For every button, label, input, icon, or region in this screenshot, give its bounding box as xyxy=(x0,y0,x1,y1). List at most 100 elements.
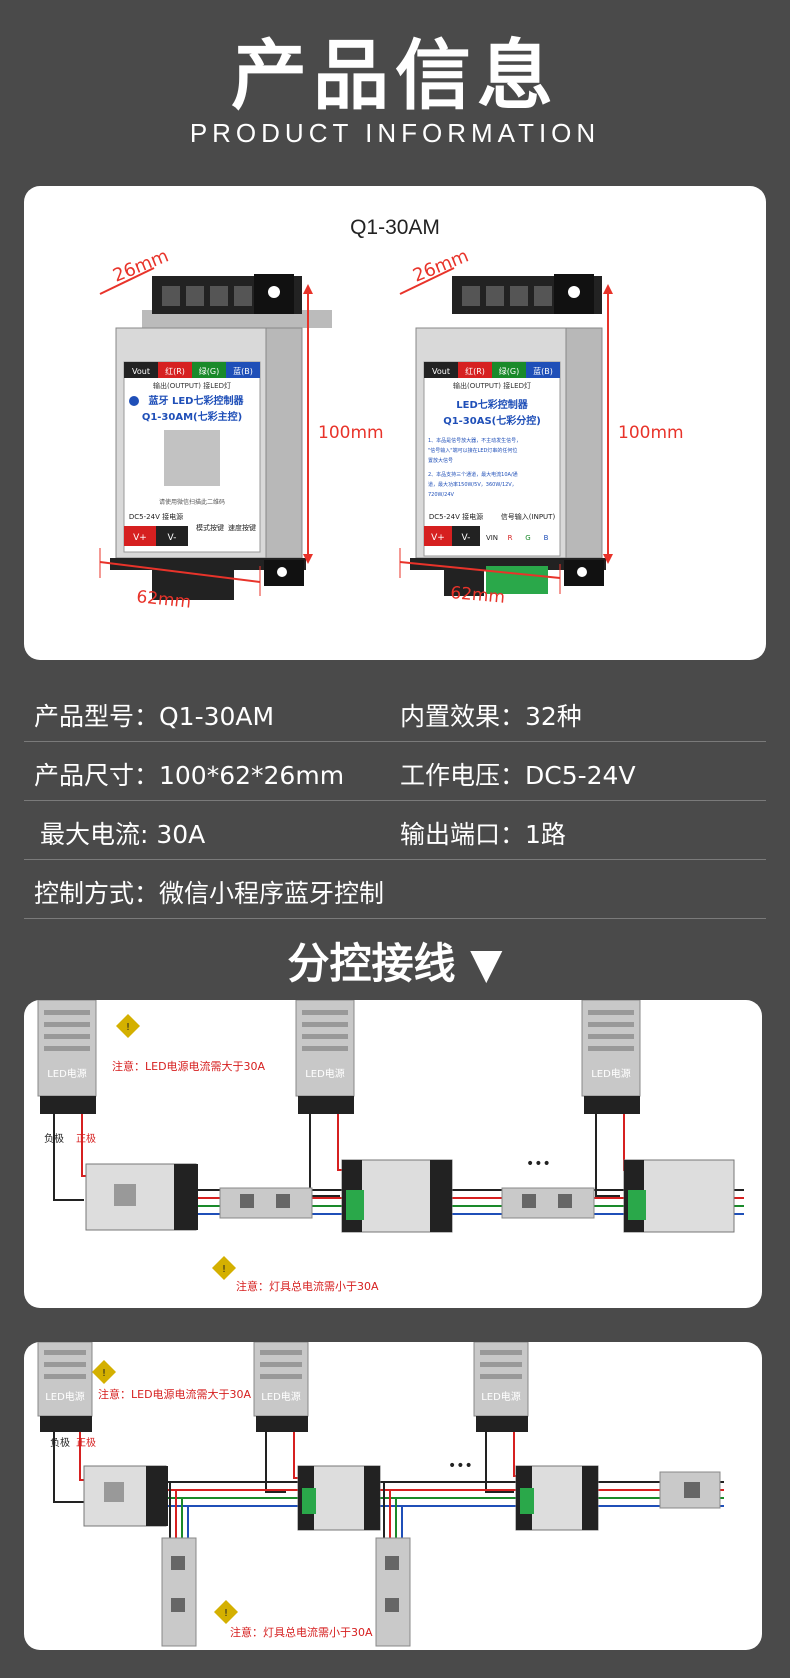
product-figure: Vout 红(R) 绿(G) 蓝(B) 输出(OUTPUT) 接LED灯 蓝牙 … xyxy=(99,245,684,613)
left-speed-button-label: 速度按键 xyxy=(228,523,256,532)
led-strip xyxy=(161,1537,197,1647)
psu-label: LED电源 xyxy=(591,1067,631,1080)
spec-table: 产品型号：Q1-30AM 内置效果：32种 产品尺寸：100*62*26mm 工… xyxy=(24,683,766,919)
warning-icon xyxy=(92,1360,116,1384)
warning-icon xyxy=(212,1256,236,1280)
controller-slave xyxy=(341,1159,453,1233)
right-power-label: DC5-24V 接电源 xyxy=(429,512,483,521)
psu: LED电源 xyxy=(581,1000,641,1114)
right-port-g: 绿(G) xyxy=(499,367,519,376)
left-mode-button-label: 模式按键 xyxy=(196,523,224,532)
svg-text:!: ! xyxy=(102,1368,106,1379)
note-bottom: 注意：灯具总电流需小于30A xyxy=(236,1279,379,1293)
left-device-name: 蓝牙 LED七彩控制器 xyxy=(149,394,245,407)
psu-label: LED电源 xyxy=(261,1390,301,1403)
right-desc-3: 2、本品支持三个通道，最大电流10A/通 xyxy=(428,471,518,478)
right-pin-vplus: V+ xyxy=(431,533,445,543)
right-port-r: 红(R) xyxy=(465,366,485,376)
right-desc-1: "信号输入"端可以接在LED灯串的任何位 xyxy=(428,447,517,454)
left-port-note: 输出(OUTPUT) 接LED灯 xyxy=(153,381,231,390)
led-strip xyxy=(375,1537,411,1647)
right-device-model: Q1-30AS(七彩分控) xyxy=(443,414,541,427)
note-top: 注意：LED电源电流需大于30A xyxy=(98,1387,252,1401)
left-port-vout: Vout xyxy=(132,367,150,376)
spec-size: 产品尺寸：100*62*26mm xyxy=(34,761,345,790)
spec-voltage: 工作电压：DC5-24V xyxy=(400,761,636,790)
left-pin-vminus: V- xyxy=(168,533,177,543)
left-device-model: Q1-30AM(七彩主控) xyxy=(142,410,242,423)
left-port-g: 绿(G) xyxy=(199,367,219,376)
left-dim-height: 100mm xyxy=(318,423,384,443)
left-power-label: DC5-24V 接电源 xyxy=(129,512,183,521)
right-pin-r: R xyxy=(508,534,513,542)
spec-output-ports: 输出端口：1路 xyxy=(400,820,566,849)
wiring-diagram-2: LED电源 LED电源 LED电源 ! 注意：LED电源电流需大于30A 负极 … xyxy=(24,1342,762,1650)
model-label: Q1-30AM xyxy=(350,216,440,239)
spec-row: 最大电流: 30A 输出端口：1路 xyxy=(24,801,766,860)
spec-current: 最大电流: 30A xyxy=(40,820,206,849)
led-strip xyxy=(659,1471,721,1509)
note-bottom: 注意：灯具总电流需小于30A xyxy=(230,1625,373,1639)
ellipsis: ••• xyxy=(526,1156,551,1172)
spec-row: 产品型号：Q1-30AM 内置效果：32种 xyxy=(24,683,766,742)
ellipsis: ••• xyxy=(448,1458,473,1474)
svg-text:!: ! xyxy=(222,1264,226,1275)
psu: LED电源 xyxy=(473,1342,529,1432)
right-pin-b: B xyxy=(544,534,549,542)
right-desc-2: 置放大信号 xyxy=(428,457,453,464)
wiring-section-title: 分控接线 ▼ xyxy=(287,939,503,988)
product-card: Q1-30AM Vout 红(R) 绿(G) 蓝(B) 输出(OUTPUT) 接 xyxy=(24,186,766,660)
left-device: Vout 红(R) 绿(G) 蓝(B) 输出(OUTPUT) 接LED灯 蓝牙 … xyxy=(99,245,384,613)
left-port-b: 蓝(B) xyxy=(233,366,253,376)
spec-control: 控制方式：微信小程序蓝牙控制 xyxy=(34,879,385,908)
led-strip xyxy=(501,1187,595,1219)
right-input-label: 信号输入(INPUT) xyxy=(501,512,556,521)
controller-slave xyxy=(623,1159,735,1233)
psu-label: LED电源 xyxy=(45,1390,85,1403)
right-desc-0: 1、本品是信号放大器，不主动发生信号， xyxy=(428,437,521,444)
psu: LED电源 xyxy=(37,1342,93,1432)
qr-code xyxy=(164,430,220,486)
spec-row: 产品尺寸：100*62*26mm 工作电压：DC5-24V xyxy=(24,742,766,801)
right-pin-g: G xyxy=(525,534,530,542)
controller-master xyxy=(83,1465,168,1527)
psu: LED电源 xyxy=(253,1342,309,1432)
psu: LED电源 xyxy=(37,1000,97,1114)
spec-row: 控制方式：微信小程序蓝牙控制 xyxy=(24,860,766,919)
psu: LED电源 xyxy=(295,1000,355,1114)
wiring-diagram-1: LED电源 LED电源 LED电源 ! 注意：LED电源电流需大于30A 负极 … xyxy=(24,1000,762,1308)
psu-label: LED电源 xyxy=(481,1390,521,1403)
right-port-b: 蓝(B) xyxy=(533,366,553,376)
right-port-vout: Vout xyxy=(432,367,450,376)
right-port-note: 输出(OUTPUT) 接LED灯 xyxy=(453,381,531,390)
note-top: 注意：LED电源电流需大于30A xyxy=(112,1059,266,1073)
warning-icon xyxy=(214,1600,238,1624)
svg-text:!: ! xyxy=(126,1022,130,1033)
right-pin-vin: VIN xyxy=(486,534,498,542)
controller-master xyxy=(85,1163,198,1231)
left-scan-note: 请使用微信扫描此二维码 xyxy=(159,498,225,506)
wiring-figure-2: LED电源 LED电源 LED电源 ! 注意：LED电源电流需大于30A 负极 … xyxy=(37,1342,724,1647)
right-desc-5: 720W/24V xyxy=(428,492,455,498)
bluetooth-icon xyxy=(129,396,139,406)
spec-model: 产品型号：Q1-30AM xyxy=(34,702,275,731)
right-dim-width: 62mm xyxy=(450,583,506,608)
page-subtitle: PRODUCT INFORMATION xyxy=(189,118,601,148)
controller-slave xyxy=(297,1465,381,1531)
spec-effects: 内置效果：32种 xyxy=(400,702,582,731)
right-device: Vout 红(R) 绿(G) 蓝(B) 输出(OUTPUT) 接LED灯 LED… xyxy=(399,245,684,608)
page-title: 产品信息 xyxy=(231,31,559,120)
psu-label: LED电源 xyxy=(47,1067,87,1080)
psu-label: LED电源 xyxy=(305,1067,345,1080)
led-strip xyxy=(219,1187,313,1219)
left-pin-vplus: V+ xyxy=(133,533,147,543)
svg-text:!: ! xyxy=(224,1608,228,1619)
pos-label: 正极 xyxy=(76,1132,96,1145)
right-device-name: LED七彩控制器 xyxy=(456,398,529,411)
left-port-r: 红(R) xyxy=(165,366,185,376)
controller-slave xyxy=(515,1465,599,1531)
right-pin-vminus: V- xyxy=(462,533,471,543)
wiring-figure-1: LED电源 LED电源 LED电源 ! 注意：LED电源电流需大于30A 负极 … xyxy=(37,1000,744,1293)
warning-icon xyxy=(116,1014,140,1038)
right-desc-4: 道，最大功率150W/5V，360W/12V， xyxy=(428,481,517,488)
